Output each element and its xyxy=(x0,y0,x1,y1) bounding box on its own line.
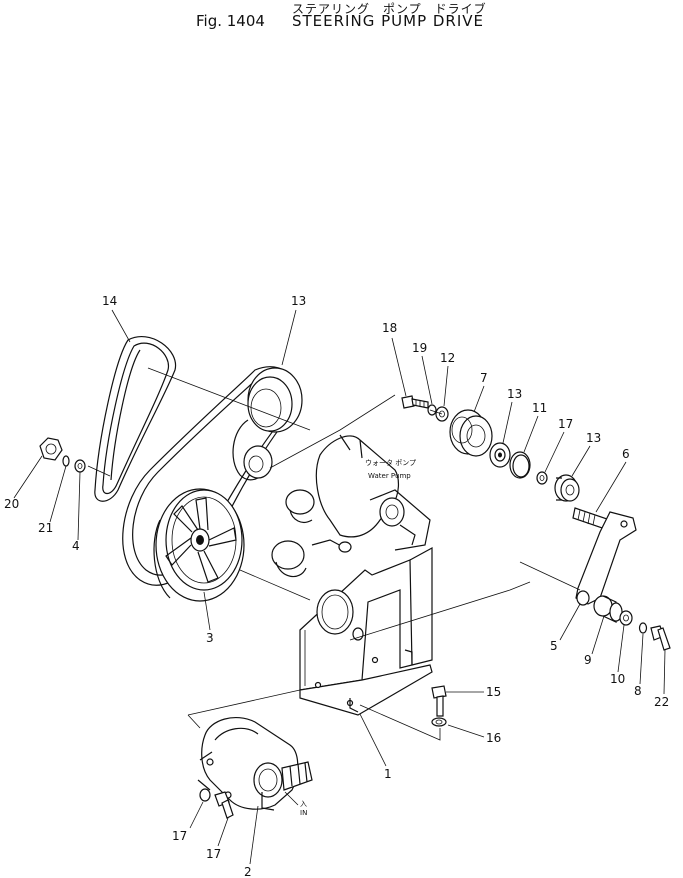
svg-text:5: 5 xyxy=(550,639,558,653)
figure-header: ステアリング ポンプ ドライブ Fig. 1404 STEERING PUMP … xyxy=(0,0,683,40)
callout-10: 10 xyxy=(610,624,625,686)
figure-number: Fig. 1404 xyxy=(196,12,265,30)
v-belt-icon xyxy=(94,335,177,502)
svg-text:4: 4 xyxy=(72,539,80,553)
svg-text:15: 15 xyxy=(486,685,501,699)
arm-bolt-icon xyxy=(650,625,671,651)
svg-text:13: 13 xyxy=(507,387,522,401)
japanese-title: ステアリング ポンプ ドライブ xyxy=(292,2,487,16)
pump-bolt-icon xyxy=(199,788,234,819)
svg-text:22: 22 xyxy=(654,695,669,709)
bushing-icon xyxy=(593,595,623,623)
callout-23: 21 xyxy=(38,465,67,535)
svg-text:19: 19 xyxy=(412,341,427,355)
svg-text:3: 3 xyxy=(206,631,214,645)
arm-washer-icon xyxy=(619,610,633,626)
hex-bolt-icon xyxy=(401,395,429,409)
svg-text:16: 16 xyxy=(486,731,501,745)
upper-pulley-icon xyxy=(232,367,303,481)
mounting-bracket-icon xyxy=(299,546,433,716)
water-pump-en-label: Water Pump xyxy=(368,472,411,480)
callout-6: 6 xyxy=(595,447,630,513)
inlet-jp-label: 入 xyxy=(300,800,307,808)
svg-text:21: 21 xyxy=(38,521,53,535)
svg-text:13: 13 xyxy=(291,294,306,308)
figure-title: STEERING PUMP DRIVE xyxy=(292,12,485,30)
svg-text:11: 11 xyxy=(532,401,547,415)
callout-17-a: 16 xyxy=(447,724,501,745)
svg-text:17: 17 xyxy=(172,829,187,843)
steering-pump-icon: 入 IN xyxy=(197,716,313,817)
callout-24: 22 xyxy=(654,649,669,709)
svg-text:17: 17 xyxy=(558,417,573,431)
water-pump-icon: ウォータ ポンプ Water Pump xyxy=(271,434,431,578)
svg-text:8: 8 xyxy=(634,684,642,698)
spring-washer-icon xyxy=(62,455,70,467)
svg-text:2: 2 xyxy=(244,865,252,878)
spacer-washer-icon xyxy=(536,471,548,485)
svg-text:12: 12 xyxy=(440,351,455,365)
svg-text:13: 13 xyxy=(586,431,601,445)
callout-22: 20 xyxy=(4,455,43,511)
callout-20: 18 xyxy=(382,321,407,397)
svg-text:20: 20 xyxy=(4,497,19,511)
callout-1: 1 xyxy=(359,713,392,781)
idler-arm-icon xyxy=(575,511,637,606)
callout-4: 4 xyxy=(72,471,81,553)
callout-12: 12 xyxy=(440,351,455,407)
svg-text:1: 1 xyxy=(384,767,392,781)
svg-text:7: 7 xyxy=(480,371,488,385)
inlet-en-label: IN xyxy=(300,809,307,817)
svg-text:17: 17 xyxy=(206,847,221,861)
water-pump-jp-label: ウォータ ポンプ xyxy=(365,458,416,467)
callout-19: 17 xyxy=(544,417,573,473)
hex-nut-icon xyxy=(39,437,63,461)
svg-text:10: 10 xyxy=(610,672,625,686)
svg-text:9: 9 xyxy=(584,653,592,667)
callout-13-b: 13 xyxy=(571,431,601,477)
callout-2: 2 xyxy=(244,805,259,878)
svg-text:14: 14 xyxy=(102,294,117,308)
lock-washer-icon xyxy=(638,622,648,634)
svg-text:18: 18 xyxy=(382,321,397,335)
callout-3: 3 xyxy=(203,591,214,645)
callout-17-b: 17 xyxy=(172,801,204,843)
callout-18: 17 xyxy=(206,817,229,861)
idler-pulley-icon xyxy=(449,409,493,457)
callout-21: 19 xyxy=(412,341,433,405)
callout-5: 5 xyxy=(550,603,581,653)
main-pulley-icon xyxy=(153,488,245,602)
callout-15: 14 xyxy=(102,294,131,343)
callout-16: 15 xyxy=(446,685,501,699)
callout-7: 7 xyxy=(473,371,488,413)
callout-14: 13 xyxy=(281,294,306,366)
svg-text:6: 6 xyxy=(622,447,630,461)
callout-11: 11 xyxy=(523,401,547,453)
callout-9: 9 xyxy=(584,615,605,667)
alignment-lines xyxy=(87,367,581,741)
outer-bearing-icon xyxy=(554,474,580,502)
ball-bearing-icon xyxy=(489,442,511,468)
flat-washer-icon xyxy=(74,459,86,473)
bracket-bolt-icon xyxy=(431,685,447,727)
callout-13-a: 13 xyxy=(502,387,522,444)
callout-8: 8 xyxy=(634,633,644,698)
snap-ring-icon xyxy=(509,451,531,479)
